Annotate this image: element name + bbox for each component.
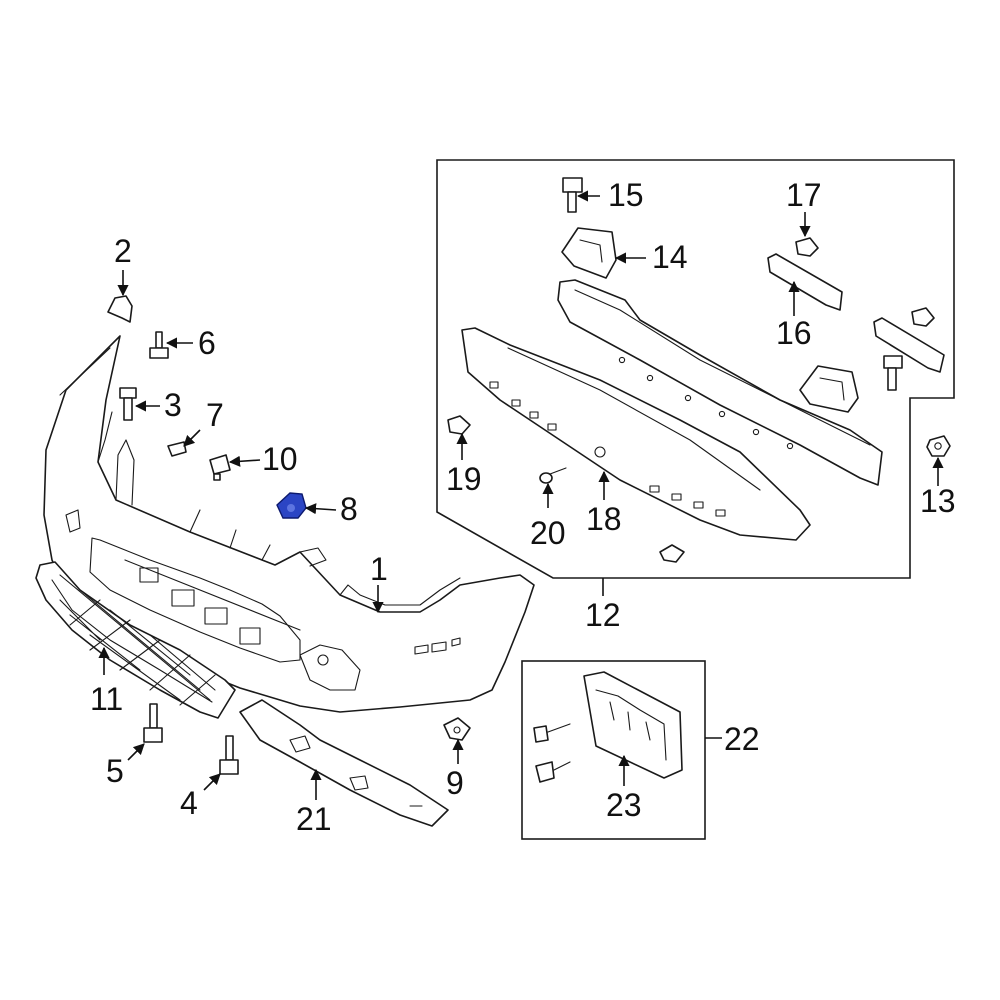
- screw-part-22-a[interactable]: [533, 723, 571, 743]
- bolt-part-15[interactable]: [562, 177, 583, 213]
- bolt-part-4[interactable]: [219, 735, 239, 775]
- clip-beam-bottom[interactable]: [659, 544, 685, 563]
- callout-9: 9: [446, 765, 464, 801]
- bracket-part-8-highlighted[interactable]: [276, 492, 307, 519]
- bracket-part-14[interactable]: [561, 227, 617, 279]
- callout-14: 14: [652, 239, 688, 275]
- callout-16: 16: [776, 315, 812, 351]
- license-plate-bracket[interactable]: [583, 671, 683, 779]
- callout-12: 12: [585, 597, 621, 633]
- callout-8: 8: [340, 491, 358, 527]
- screw-part-22-b[interactable]: [535, 761, 571, 783]
- callout-3: 3: [164, 387, 182, 423]
- clip-part-17-right[interactable]: [911, 307, 935, 327]
- callout-4: 4: [180, 785, 198, 821]
- callout-1: 1: [370, 551, 388, 587]
- callout-10: 10: [262, 441, 298, 477]
- clip-part-17[interactable]: [795, 237, 819, 257]
- bolt-right[interactable]: [883, 355, 903, 391]
- clip-part-2[interactable]: [107, 295, 133, 323]
- callout-21: 21: [296, 801, 332, 837]
- license-bracket-group-box: [521, 660, 706, 840]
- reinforcement-group-box: [436, 159, 955, 579]
- callout-20: 20: [530, 515, 566, 551]
- clip-part-9[interactable]: [443, 717, 471, 741]
- callout-15: 15: [608, 177, 644, 213]
- callout-6: 6: [198, 325, 216, 361]
- push-pin-part-10[interactable]: [209, 454, 231, 481]
- reinforcement-beam[interactable]: [557, 279, 883, 486]
- clip-part-7[interactable]: [167, 441, 187, 457]
- callout-13: 13: [920, 483, 956, 519]
- callout-18: 18: [586, 501, 622, 537]
- callout-11: 11: [90, 681, 123, 717]
- callout-22: 22: [724, 721, 760, 757]
- lower-deflector[interactable]: [239, 699, 449, 827]
- callout-23: 23: [606, 787, 642, 823]
- callout-7: 7: [206, 397, 224, 433]
- bracket-part-14-right[interactable]: [799, 365, 859, 413]
- bolt-part-6[interactable]: [149, 331, 169, 359]
- plate-part-16-right[interactable]: [873, 317, 945, 373]
- rivet-part-20[interactable]: [539, 467, 567, 484]
- callout-17: 17: [786, 177, 822, 213]
- energy-absorber[interactable]: [461, 327, 811, 541]
- bumper-cover[interactable]: [43, 335, 535, 713]
- callout-2: 2: [114, 233, 132, 269]
- callout-5: 5: [106, 753, 124, 789]
- plate-part-16[interactable]: [767, 253, 843, 311]
- bolt-part-5[interactable]: [143, 703, 163, 743]
- bolt-part-3[interactable]: [119, 387, 137, 421]
- nut-part-13[interactable]: [926, 435, 951, 457]
- clip-part-19[interactable]: [447, 415, 471, 435]
- callout-19: 19: [446, 461, 482, 497]
- lower-grille[interactable]: [35, 561, 236, 719]
